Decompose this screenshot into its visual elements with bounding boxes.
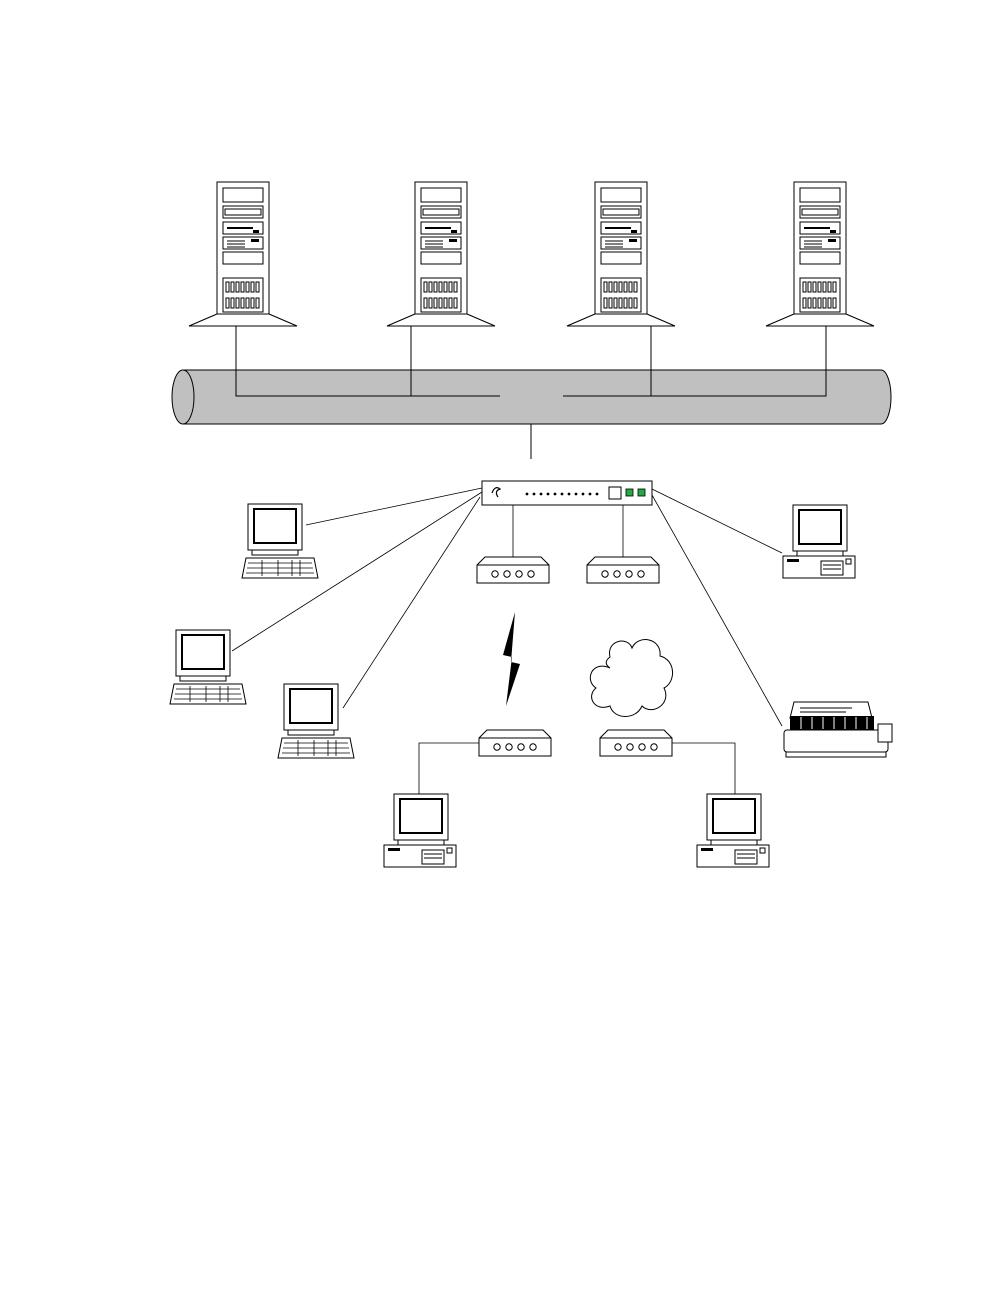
printer-icon	[784, 702, 892, 757]
modem-icon	[587, 557, 659, 583]
terminal-icon	[278, 684, 354, 758]
desktop-pc-3	[697, 794, 769, 867]
tower-server-icon	[567, 182, 675, 326]
tower-server-icon	[387, 182, 495, 326]
modem-icon	[477, 557, 549, 583]
server-3	[567, 182, 675, 326]
workstation-2	[170, 630, 246, 704]
tower-server-icon	[766, 182, 874, 326]
backbone-cable-icon	[172, 356, 891, 424]
server-2	[387, 182, 495, 326]
terminal-icon	[242, 504, 318, 578]
modem-3	[479, 730, 551, 756]
modem-2	[587, 557, 659, 583]
workstation-3	[278, 684, 354, 758]
modem-1	[477, 557, 549, 583]
tower-server-icon	[189, 182, 297, 326]
network-hub-icon	[482, 481, 652, 505]
modem-icon	[479, 730, 551, 756]
modem-icon	[600, 730, 672, 756]
server-4	[766, 182, 874, 326]
desktop-pc-icon	[384, 794, 456, 867]
desktop-pc-1	[783, 505, 855, 578]
server-1	[189, 182, 297, 326]
lightning-bolt-icon	[503, 612, 520, 706]
terminal-icon	[170, 630, 246, 704]
desktop-pc-icon	[783, 505, 855, 578]
desktop-pc-2	[384, 794, 456, 867]
cloud-icon	[590, 640, 672, 717]
desktop-pc-icon	[697, 794, 769, 867]
modem-4	[600, 730, 672, 756]
workstation-1	[242, 504, 318, 578]
